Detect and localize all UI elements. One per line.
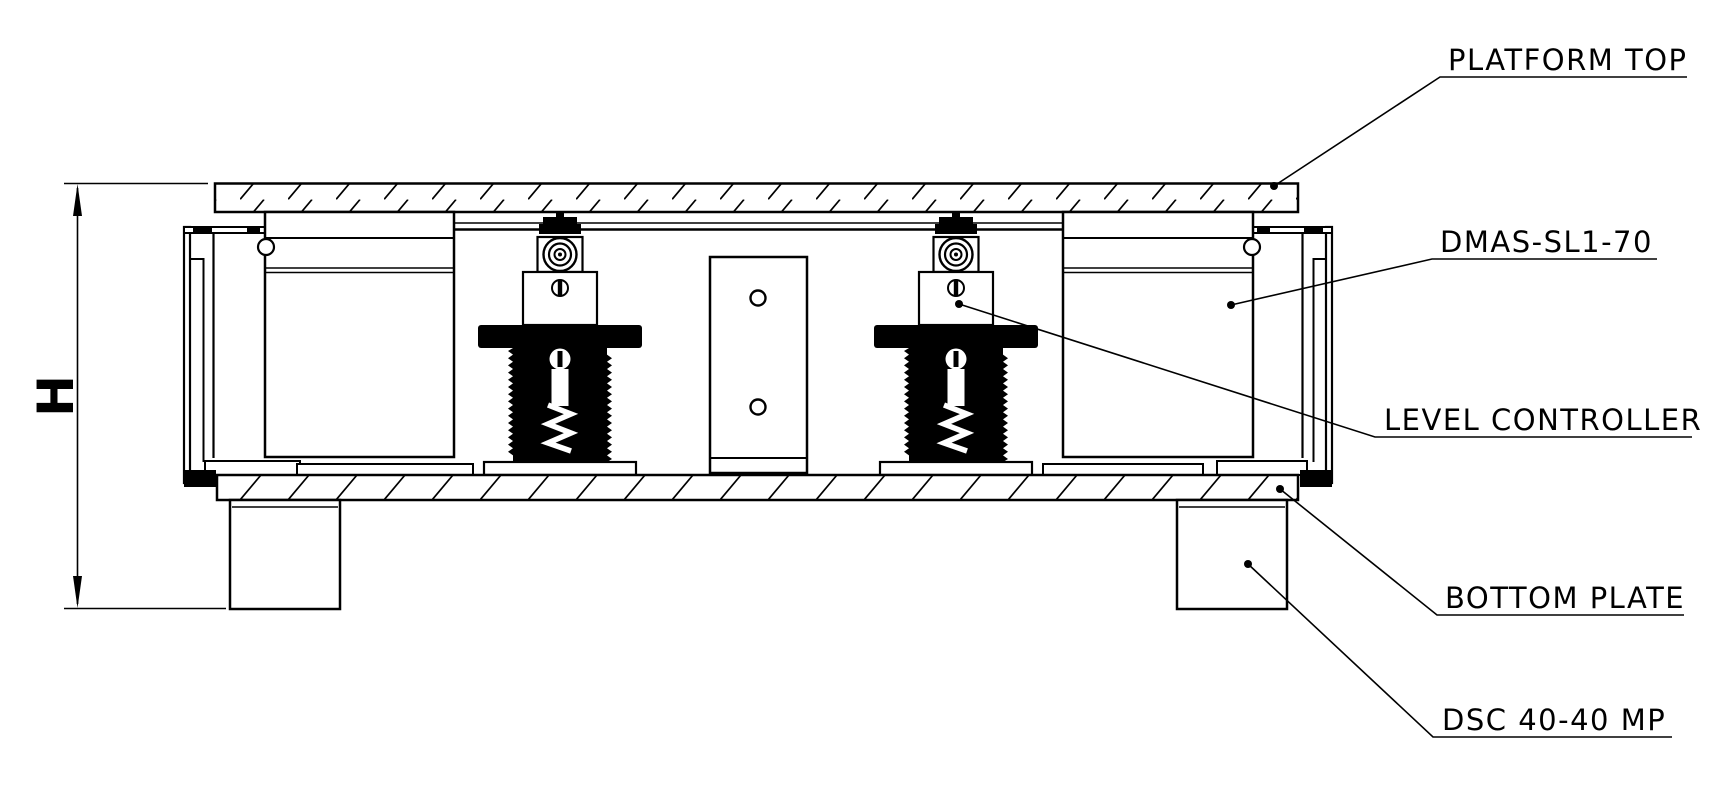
- dmas-box-left: [256, 210, 456, 459]
- dmas-left-body: [263, 210, 456, 459]
- jack2-valve-dot: [954, 252, 958, 257]
- jack1-valve-dot: [558, 252, 562, 257]
- jack2-screw-slot: [953, 280, 959, 296]
- center-plate-hole-lower: [749, 398, 767, 416]
- strip-right-2: [1216, 460, 1308, 476]
- callout-platform-top: PLATFORM TOP: [1270, 43, 1688, 190]
- support-feet: [228, 498, 1289, 611]
- jack1-base-plate: [482, 460, 638, 477]
- right-frame-channel: [1249, 225, 1334, 485]
- jack1-cap-top: [543, 217, 577, 227]
- jack2-base-plate: [878, 460, 1034, 477]
- height-dimension: H: [27, 182, 226, 610]
- right-outer-wall: [1324, 225, 1334, 485]
- jack1-inner-screw-slot: [557, 351, 563, 367]
- leader-line: [958, 303, 1692, 438]
- foot-right: [1175, 498, 1289, 611]
- jack2-flange: [874, 325, 1038, 348]
- jack2-cap-top: [939, 217, 973, 227]
- leader-line: [1230, 258, 1657, 306]
- callout-label: DSC 40-40 MP: [1442, 703, 1666, 737]
- strip-right-1: [1042, 463, 1204, 476]
- jack2-inner-slot: [947, 369, 965, 406]
- callout-bottom-plate: BOTTOM PLATE: [1276, 485, 1685, 616]
- left-frame-foot-bracket: [184, 470, 216, 487]
- right-clamp-tab-2: [1304, 226, 1323, 234]
- callout-label: LEVEL CONTROLLER: [1384, 403, 1702, 437]
- strip-left-2: [296, 463, 474, 476]
- left-clamp-tab-1: [193, 226, 212, 234]
- platform-top-hatch: [213, 182, 1300, 214]
- left-outer-wall: [182, 225, 192, 485]
- callout-label: BOTTOM PLATE: [1445, 581, 1685, 615]
- jack1-pin: [556, 211, 564, 218]
- leader-line: [1279, 488, 1684, 616]
- left-clamp-tab-2: [247, 226, 260, 234]
- bottom-plate: [184, 470, 1332, 502]
- dmas-right-pin: [1242, 237, 1262, 257]
- arrowhead-down-icon: [73, 576, 82, 608]
- center-plate-hole-upper: [749, 289, 767, 307]
- center-support-plate: [708, 255, 809, 475]
- arrowhead-up-icon: [73, 184, 82, 216]
- dmas-left-pin: [256, 237, 276, 257]
- callout-label: DMAS-SL1-70: [1440, 225, 1653, 259]
- left-inner-liner: [190, 258, 205, 462]
- callout-dmas-isolator: DMAS-SL1-70: [1227, 225, 1657, 309]
- bottom-strips: [204, 460, 1308, 476]
- leveling-jack-1: [478, 211, 642, 477]
- left-frame-channel: [182, 225, 266, 485]
- jack1-inner-slot: [551, 369, 569, 406]
- dmas-box-right: [1061, 210, 1262, 459]
- jack1-screw-slot: [557, 280, 563, 296]
- jack2-cap-step: [935, 224, 977, 234]
- callout-dsc-foot: DSC 40-40 MP: [1244, 560, 1672, 738]
- jack1-cap-step: [539, 224, 581, 234]
- right-frame-foot-bracket: [1300, 470, 1332, 487]
- jack2-inner-screw-slot: [953, 351, 959, 367]
- right-clamp-tab-1: [1257, 226, 1270, 234]
- leader-line: [1273, 76, 1687, 187]
- jack1-flange: [478, 325, 642, 348]
- jack1-spring: [540, 402, 579, 454]
- bottom-plate-hatch: [215, 473, 1300, 502]
- foot-left: [228, 498, 342, 611]
- callout-label: PLATFORM TOP: [1448, 43, 1688, 77]
- dimension-label-H: H: [27, 375, 85, 417]
- leader-line: [1247, 563, 1672, 738]
- jack2-spring: [936, 402, 975, 454]
- leveling-jack-2: [874, 211, 1038, 477]
- jack2-pin: [952, 211, 960, 218]
- callout-level-controller: LEVEL CONTROLLER: [955, 300, 1702, 438]
- dmas-right-body: [1061, 210, 1255, 459]
- right-inner-liner: [1312, 258, 1326, 462]
- strip-left-1: [204, 460, 301, 476]
- platform-top-plate: [213, 182, 1300, 214]
